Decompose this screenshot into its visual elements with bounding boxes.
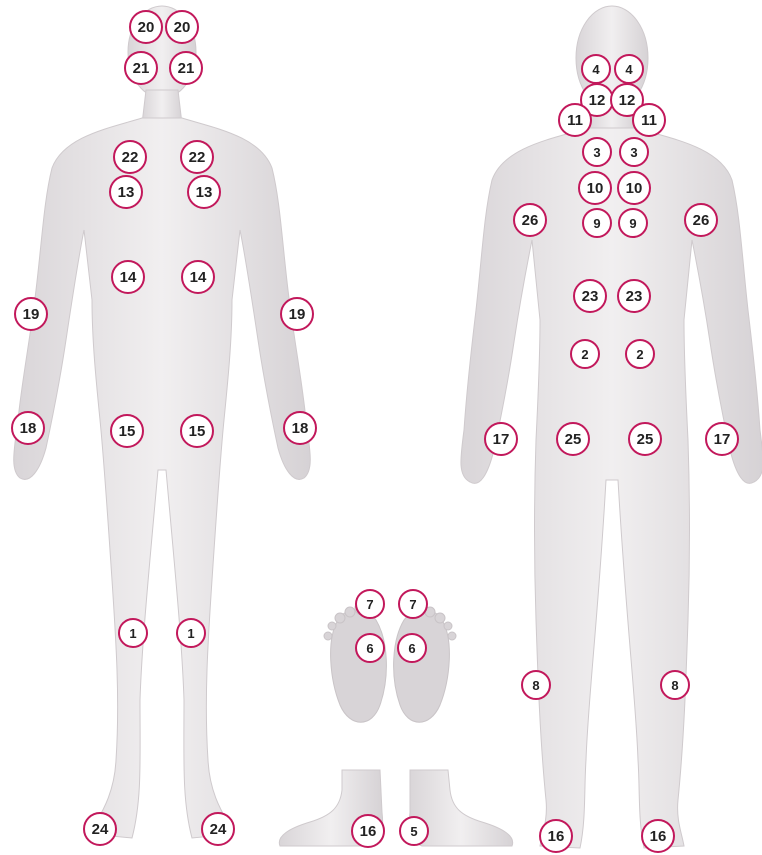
marker-back-8[interactable]: 8	[660, 670, 690, 700]
marker-front-21[interactable]: 21	[169, 51, 203, 85]
marker-feet_side-5[interactable]: 5	[399, 816, 429, 846]
marker-front-19[interactable]: 19	[280, 297, 314, 331]
marker-back-8[interactable]: 8	[521, 670, 551, 700]
marker-front-14[interactable]: 14	[181, 260, 215, 294]
marker-back-11[interactable]: 11	[632, 103, 666, 137]
marker-front-18[interactable]: 18	[283, 411, 317, 445]
marker-back-3[interactable]: 3	[582, 137, 612, 167]
marker-front-1[interactable]: 1	[176, 618, 206, 648]
marker-back-16[interactable]: 16	[539, 819, 573, 853]
marker-front-21[interactable]: 21	[124, 51, 158, 85]
marker-back-3[interactable]: 3	[619, 137, 649, 167]
marker-front-1[interactable]: 1	[118, 618, 148, 648]
marker-back-11[interactable]: 11	[558, 103, 592, 137]
marker-front-15[interactable]: 15	[180, 414, 214, 448]
marker-front-20[interactable]: 20	[129, 10, 163, 44]
marker-back-26[interactable]: 26	[684, 203, 718, 237]
marker-back-10[interactable]: 10	[578, 171, 612, 205]
marker-front-15[interactable]: 15	[110, 414, 144, 448]
marker-back-4[interactable]: 4	[614, 54, 644, 84]
marker-back-16[interactable]: 16	[641, 819, 675, 853]
feet-side-silhouette	[279, 770, 512, 846]
marker-back-23[interactable]: 23	[617, 279, 651, 313]
marker-back-2[interactable]: 2	[625, 339, 655, 369]
marker-back-26[interactable]: 26	[513, 203, 547, 237]
marker-front-22[interactable]: 22	[113, 140, 147, 174]
marker-front-18[interactable]: 18	[11, 411, 45, 445]
marker-soles-7[interactable]: 7	[398, 589, 428, 619]
marker-soles-7[interactable]: 7	[355, 589, 385, 619]
marker-front-13[interactable]: 13	[109, 175, 143, 209]
marker-front-13[interactable]: 13	[187, 175, 221, 209]
marker-front-24[interactable]: 24	[83, 812, 117, 846]
marker-back-9[interactable]: 9	[618, 208, 648, 238]
marker-front-19[interactable]: 19	[14, 297, 48, 331]
marker-back-17[interactable]: 17	[705, 422, 739, 456]
marker-front-22[interactable]: 22	[180, 140, 214, 174]
marker-soles-6[interactable]: 6	[397, 633, 427, 663]
marker-back-23[interactable]: 23	[573, 279, 607, 313]
marker-back-4[interactable]: 4	[581, 54, 611, 84]
marker-back-25[interactable]: 25	[556, 422, 590, 456]
marker-back-17[interactable]: 17	[484, 422, 518, 456]
marker-front-24[interactable]: 24	[201, 812, 235, 846]
marker-back-2[interactable]: 2	[570, 339, 600, 369]
marker-back-25[interactable]: 25	[628, 422, 662, 456]
marker-back-10[interactable]: 10	[617, 171, 651, 205]
marker-soles-6[interactable]: 6	[355, 633, 385, 663]
marker-back-9[interactable]: 9	[582, 208, 612, 238]
marker-front-20[interactable]: 20	[165, 10, 199, 44]
marker-feet_side-16[interactable]: 16	[351, 814, 385, 848]
marker-front-14[interactable]: 14	[111, 260, 145, 294]
